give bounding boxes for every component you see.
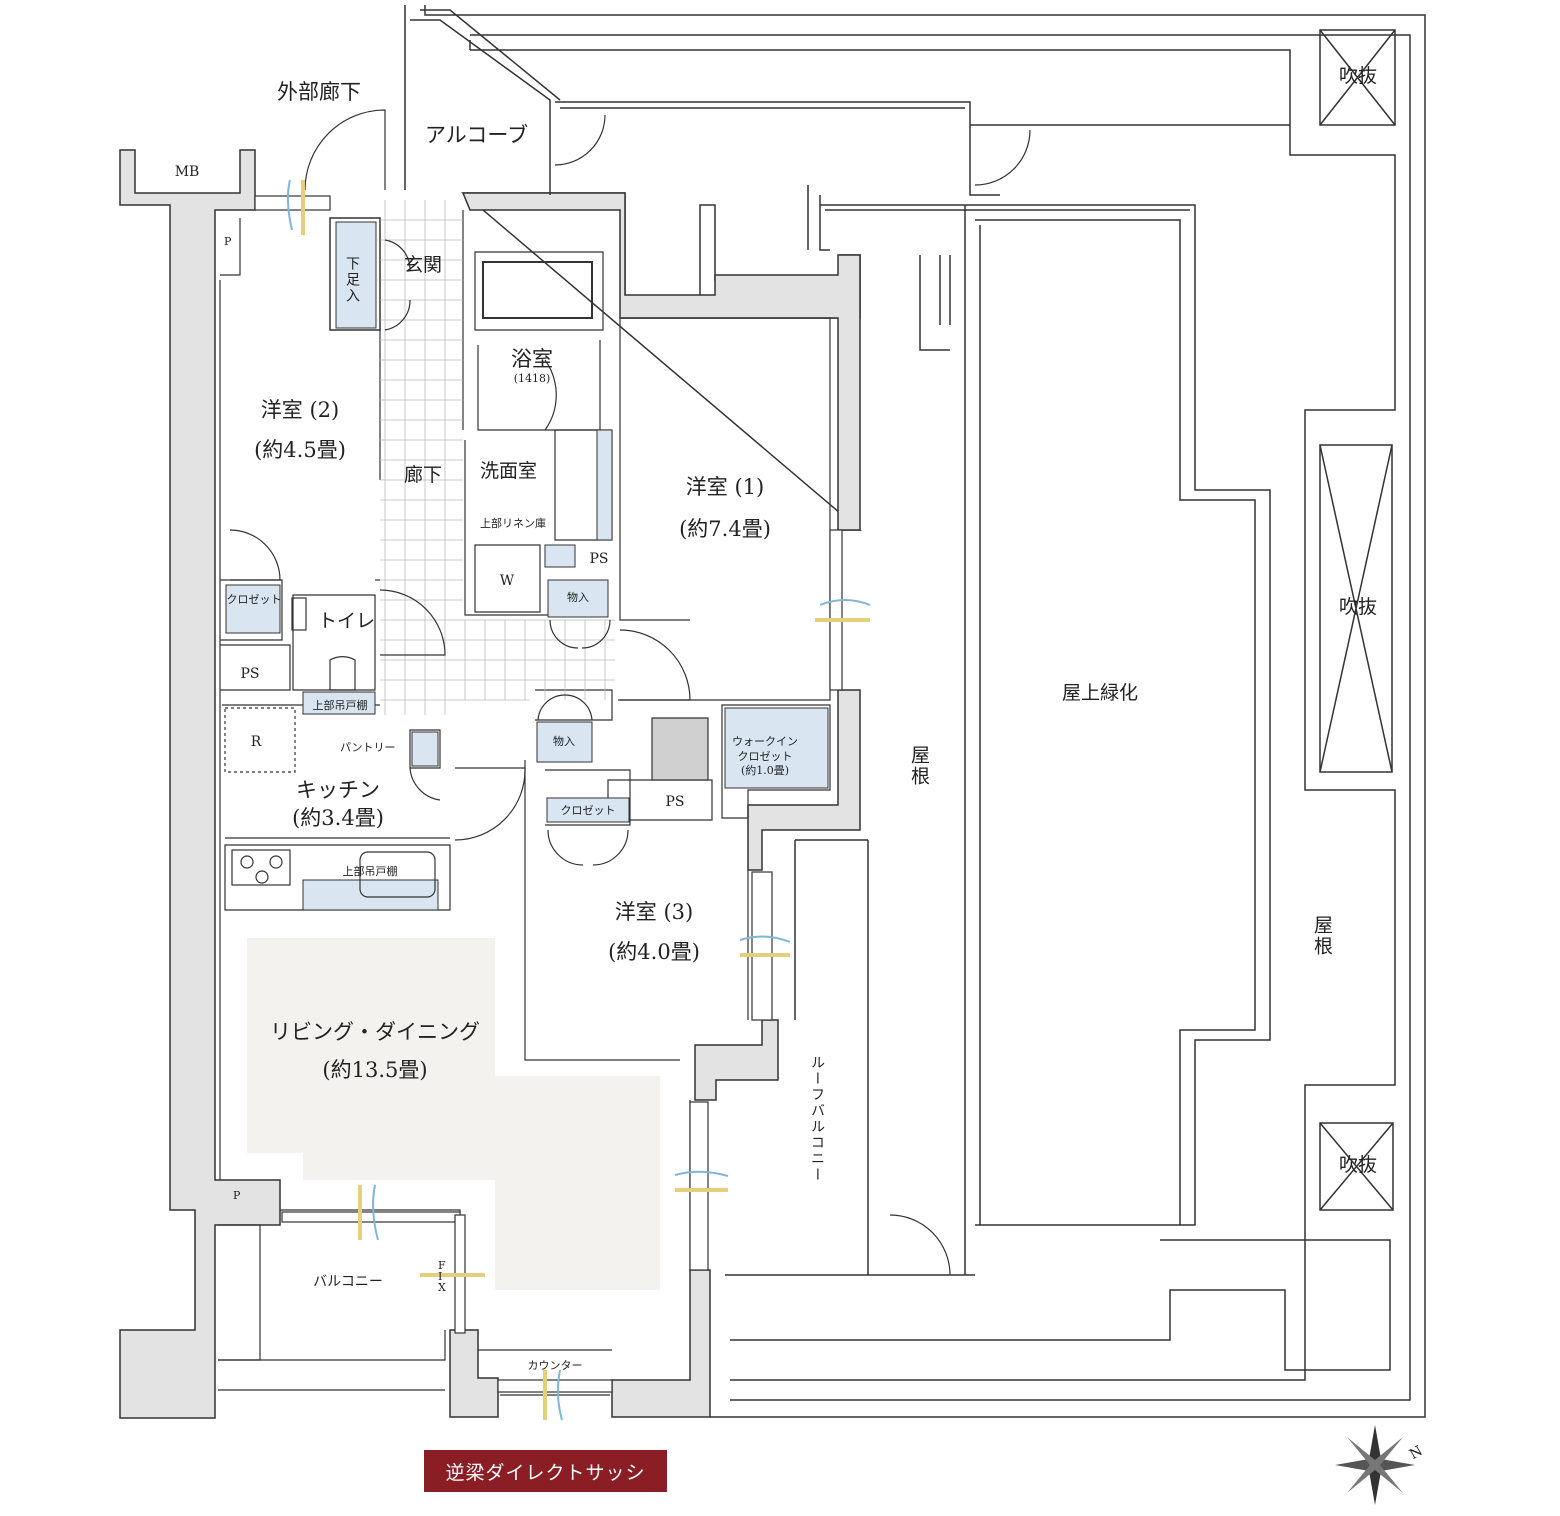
label-storage2: 物入 <box>553 735 575 748</box>
direct-sash-badge: 逆梁ダイレクトサッシ <box>424 1450 667 1492</box>
label-washer: W <box>499 573 515 589</box>
label-p-top: P <box>224 235 232 248</box>
label-shoe-cabinet: 下足入 <box>344 256 360 304</box>
label-room3-size: (約4.0畳) <box>608 940 700 964</box>
label-room2: 洋室 (2) <box>260 398 340 422</box>
label-pantry: パントリー <box>340 741 396 754</box>
label-counter: カウンター <box>527 1359 583 1372</box>
label-roof-1: 屋根 <box>908 745 930 787</box>
outlines <box>404 5 1426 1418</box>
compass-icon <box>1335 1425 1415 1505</box>
label-hallway: 廊下 <box>404 464 443 486</box>
label-washroom: 洗面室 <box>480 460 538 482</box>
label-upper-shelf-kitchen: 上部吊戸棚 <box>342 865 398 878</box>
living-floor <box>247 938 660 1290</box>
label-roof-balcony: ルーフバルコニー <box>809 1055 825 1183</box>
label-toilet: トイレ <box>318 610 376 632</box>
label-closet1: クロゼット <box>226 593 282 606</box>
label-room2-size: (約4.5畳) <box>254 438 346 462</box>
airflow-indicators <box>286 179 871 1421</box>
label-p-bottom: P <box>233 1189 241 1202</box>
label-storage1: 物入 <box>567 591 589 604</box>
label-mb: MB <box>174 164 200 180</box>
label-bath-size: (1418) <box>513 372 551 385</box>
label-void-2: 吹抜 <box>1338 596 1378 618</box>
door-swings <box>229 109 1031 1276</box>
label-room1-size: (約7.4畳) <box>679 517 771 541</box>
label-living-size: (約13.5畳) <box>322 1058 428 1082</box>
label-rooftop-green: 屋上緑化 <box>1061 682 1139 704</box>
label-fix: FIX <box>438 1259 446 1294</box>
label-kitchen: キッチン <box>296 778 380 802</box>
storage-areas <box>225 221 829 911</box>
label-wic-size: (約1.0畳) <box>740 764 790 777</box>
label-bath: 浴室 <box>511 347 553 371</box>
label-corridor-ext: 外部廊下 <box>277 80 361 104</box>
label-alcove: アルコーブ <box>425 123 529 147</box>
label-living: リビング・ダイニング <box>270 1020 480 1044</box>
label-kitchen-size: (約3.4畳) <box>292 806 384 830</box>
label-fridge: R <box>250 734 262 750</box>
label-ps-wash: PS <box>589 551 609 567</box>
walls <box>119 149 863 1419</box>
label-room1: 洋室 (1) <box>685 475 765 499</box>
hallway-tiles <box>380 200 615 715</box>
label-upper-shelf-toilet: 上部吊戸棚 <box>312 699 368 712</box>
label-linen: 上部リネン庫 <box>480 517 546 530</box>
label-roof-2: 屋根 <box>1311 915 1333 957</box>
label-ps-mid: PS <box>665 794 685 810</box>
label-ps-left: PS <box>240 666 260 682</box>
stove <box>231 849 436 898</box>
label-closet3: クロゼット <box>560 804 616 817</box>
label-entrance: 玄関 <box>404 254 443 276</box>
windows <box>254 195 843 1393</box>
label-balcony: バルコニー <box>313 1274 383 1290</box>
label-wic2: クロゼット <box>737 750 793 763</box>
label-void-1: 吹抜 <box>1338 65 1378 87</box>
label-room3: 洋室 (3) <box>614 900 694 924</box>
label-wic: ウォークイン <box>732 735 798 748</box>
label-void-3: 吹抜 <box>1338 1154 1378 1176</box>
